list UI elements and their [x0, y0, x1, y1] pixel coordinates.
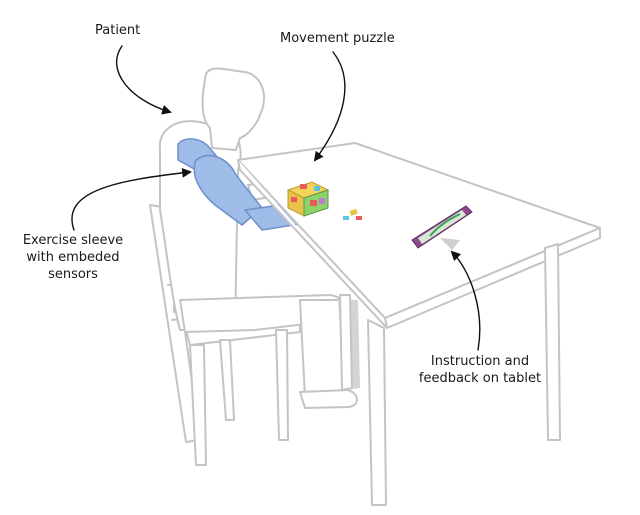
leader-tablet	[450, 250, 481, 351]
label-tablet: Instruction and feedback on tablet	[418, 354, 542, 386]
leader-exercise-sleeve	[71, 168, 192, 231]
label-patient: Patient	[95, 23, 141, 38]
label-exercise-sleeve: Exercise sleeve with embeded sensors	[22, 233, 124, 282]
puzzle-pieces	[343, 208, 362, 220]
puzzle-cube-icon	[286, 181, 330, 217]
table	[237, 142, 601, 506]
label-movement-puzzle: Movement puzzle	[280, 31, 395, 46]
leader-patient	[116, 45, 172, 115]
tablet-icon	[411, 205, 473, 250]
leader-movement-puzzle	[313, 51, 346, 162]
